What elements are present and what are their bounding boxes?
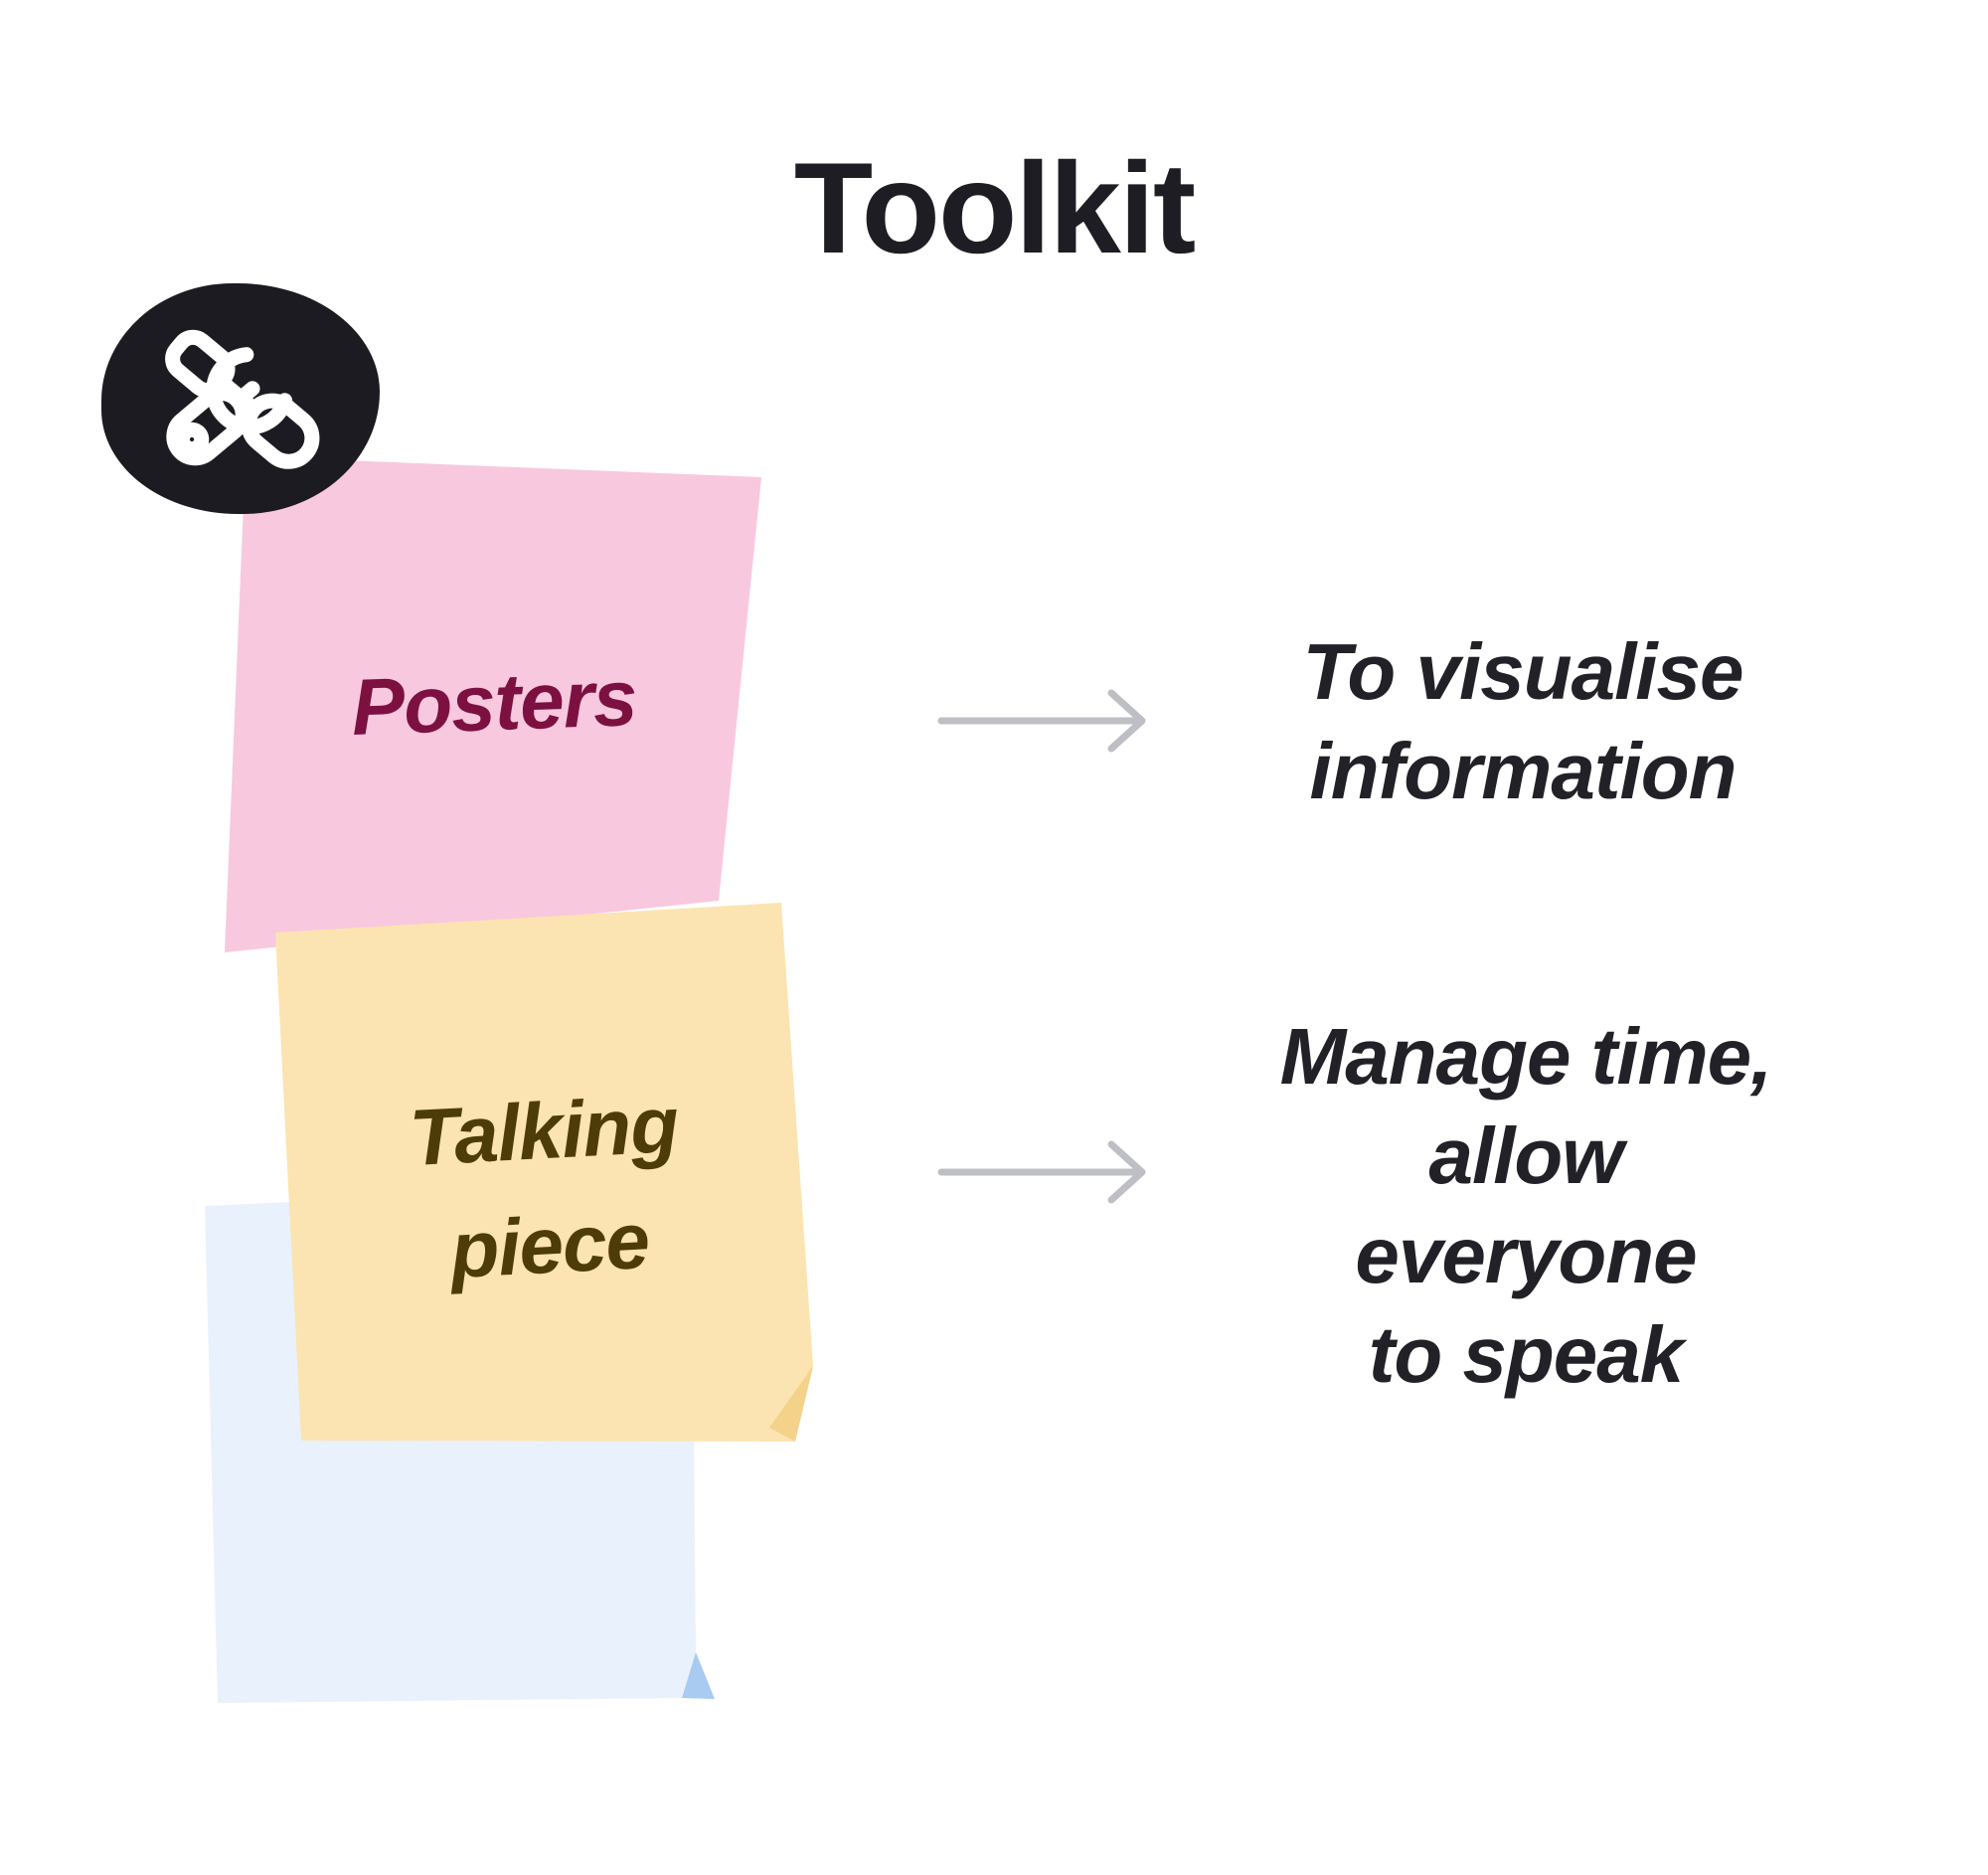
screwdriver-wrench-icon (165, 329, 320, 469)
caption-line: to speak (1368, 1310, 1685, 1399)
blue-note-fold-corner (682, 1652, 715, 1699)
caption-line: information (1309, 727, 1738, 815)
caption-to-visualise-information: To visualise information (1274, 622, 1771, 821)
page-title: Toolkit (793, 135, 1196, 280)
note-text: Posters (350, 653, 638, 752)
caption-manage-time: Manage time, allow everyone to speak (1277, 1007, 1774, 1405)
caption-line: Manage time, (1279, 1012, 1773, 1101)
tools-badge (101, 283, 380, 514)
note-label-talking-piece: Talking piece (292, 1061, 800, 1315)
arrow-posters-to-caption (937, 689, 1146, 753)
caption-line: allow everyone (1355, 1111, 1697, 1299)
yellow-note-fold-corner (769, 1366, 813, 1442)
sticky-note-yellow (275, 903, 813, 1442)
arrow-talking-piece-to-caption (937, 1140, 1146, 1204)
caption-line: To visualise (1302, 627, 1744, 716)
note-label-posters: Posters (244, 644, 744, 761)
sticky-note-pink (225, 456, 761, 952)
